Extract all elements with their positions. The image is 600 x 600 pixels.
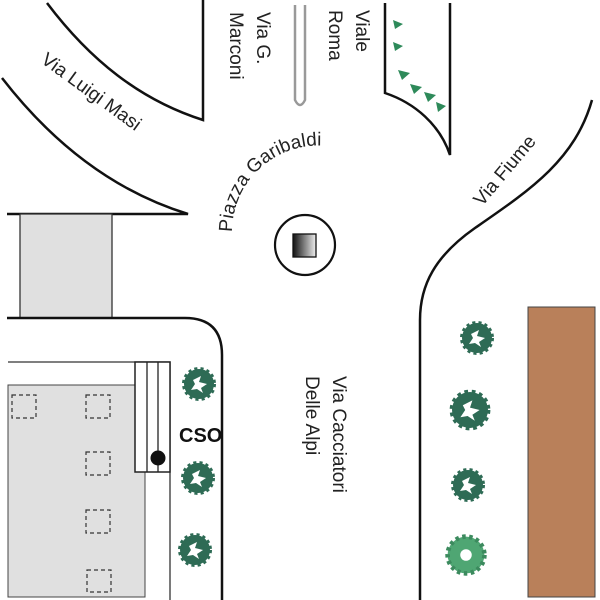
- building-block-left: [19, 213, 113, 319]
- road-edge-via-fiume: [418, 99, 594, 600]
- tree-icon: [451, 468, 485, 502]
- label-via-cacciatori-2: Delle Alpi: [301, 376, 322, 455]
- road-edge-masi-lower: [1, 77, 189, 216]
- tree-icon: [452, 392, 488, 428]
- label-via-luigi-masi: Via Luigi Masi: [37, 49, 145, 135]
- road-edge-masi-upper: [46, 0, 205, 122]
- tree-icon: [182, 367, 216, 401]
- hedge-viale-roma: [393, 20, 446, 112]
- road-edge-cacciatori-west: [7, 316, 224, 600]
- label-via-marconi-2: Marconi: [225, 12, 246, 80]
- tree-icon: [448, 537, 485, 574]
- label-viale-roma-2: Roma: [324, 10, 345, 61]
- monument-circle: [273, 213, 337, 277]
- tree-icon: [460, 321, 494, 355]
- label-via-fiume: Via Fiume: [470, 131, 541, 210]
- brown-block: [527, 306, 596, 598]
- label-piazza-garibaldi-path: Piazza Garibaldi: [216, 129, 322, 232]
- label-via-cacciatori-1: Via Cacciatori: [328, 376, 349, 493]
- cso-marker-dot: [150, 450, 166, 466]
- label-via-marconi-1: Via G.: [252, 12, 273, 64]
- tree-icon: [181, 461, 215, 495]
- via-marconi-median: [293, 5, 307, 107]
- label-piazza-garibaldi: Piazza Garibaldi: [216, 129, 322, 232]
- building-block-bottom: [7, 384, 146, 598]
- label-viale-roma-1: Viale: [351, 10, 372, 52]
- label-cso: CSO: [179, 425, 222, 447]
- monument-icon: [292, 233, 317, 258]
- tree-icon: [178, 533, 212, 567]
- dashed-squares: [11, 394, 112, 593]
- road-edge-viale-roma: [383, 3, 452, 156]
